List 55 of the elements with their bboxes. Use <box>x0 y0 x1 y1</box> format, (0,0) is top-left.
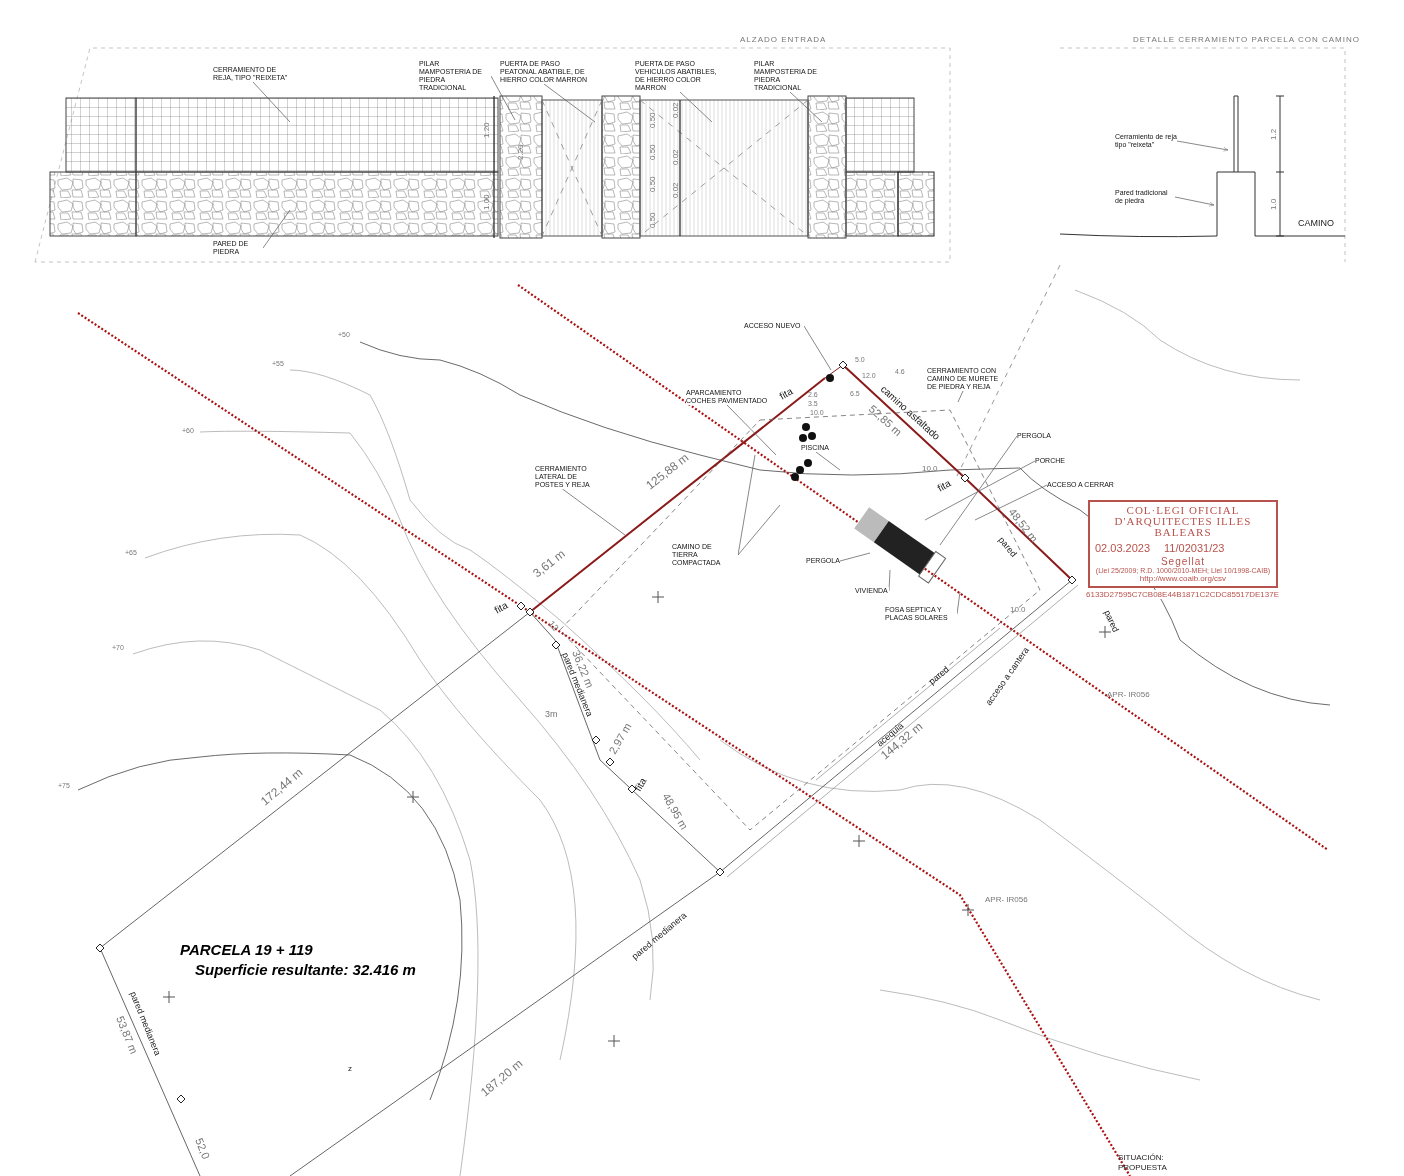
leader-line <box>789 91 823 123</box>
dimension-text: 3m <box>545 709 558 719</box>
dimension-text: 10.0 <box>1010 605 1026 614</box>
dimension-text: 10.0 <box>922 464 938 473</box>
view-title: DETALLE CERRAMIENTO PARCELA CON CAMINO <box>1133 35 1360 44</box>
leader-line <box>956 591 961 615</box>
stamp-heading: COL·LEGI OFICIAL D'ARQUITECTES ILLES BALEARS <box>1113 505 1253 538</box>
annotation-text: z <box>348 1064 352 1073</box>
road-label: CAMINO <box>1298 218 1334 228</box>
stamp-box <box>1088 500 1278 588</box>
marker-label: fita <box>632 775 649 793</box>
leader-line <box>924 460 1036 521</box>
parcel-title: PARCELA 19 + 119 <box>180 941 313 958</box>
leader-line <box>726 404 777 456</box>
leader-line <box>939 435 1018 546</box>
dimension-text: 52,0 <box>193 1136 213 1161</box>
leader-line <box>815 451 841 471</box>
leader-line <box>803 325 832 371</box>
zone-code-label: APR- IR056 <box>985 895 1028 904</box>
dimension-text: 53,87 m <box>114 1014 141 1056</box>
stamp-web-address: http://www.coaib.org/csv <box>1138 574 1227 583</box>
dimension-text: 0.50 <box>648 176 657 192</box>
stamp-number: 11/02031/23 <box>1164 542 1225 554</box>
situation-note: SITUACIÓN: PROPUESTA <box>1118 1153 1167 1172</box>
leader-line <box>957 390 964 403</box>
verification-code: 6133D27595C7CB08E44B1871C2CDC85517DE137E <box>1086 590 1280 599</box>
leader-line <box>974 484 1048 521</box>
leader-line <box>679 91 713 123</box>
marker-label: fita <box>935 477 953 494</box>
leader-line <box>252 81 291 123</box>
dimension-text: 12 <box>546 618 561 633</box>
dimension-text: 3,61 m <box>530 546 568 581</box>
parcel-area-text: Superficie resultante: 32.416 m <box>195 961 416 978</box>
leader-line <box>562 488 626 536</box>
dimension-text: 0.50 <box>648 144 657 160</box>
dimension-text: 0.02 <box>671 102 680 118</box>
dimension-text: 1.0 <box>1269 198 1278 210</box>
dimension-text: 1.00 <box>482 194 491 210</box>
view-title: ALZADO ENTRADA <box>740 35 827 44</box>
dimension-text: 1.2 <box>1269 128 1278 140</box>
dimension-text: 0.02 <box>671 149 680 165</box>
leader-line <box>888 569 891 592</box>
dimension-text: 0.50 <box>648 112 657 128</box>
marker-label: fita <box>777 385 795 402</box>
marker-label: fita <box>492 599 510 616</box>
zone-code-label: APR- IR056 <box>1107 690 1150 699</box>
dimension-text: 0.02 <box>671 182 680 198</box>
dimension-text: 1.20 <box>482 122 491 138</box>
leader-line <box>543 83 596 123</box>
leader-line <box>737 504 781 556</box>
stamp-date: 02.03.2023 <box>1095 542 1151 554</box>
stamp-status: Segellat <box>1160 556 1206 567</box>
dimension-text: 2.20 <box>516 144 525 160</box>
leader-line <box>839 552 871 562</box>
dimension-text: 0.50 <box>648 212 657 228</box>
